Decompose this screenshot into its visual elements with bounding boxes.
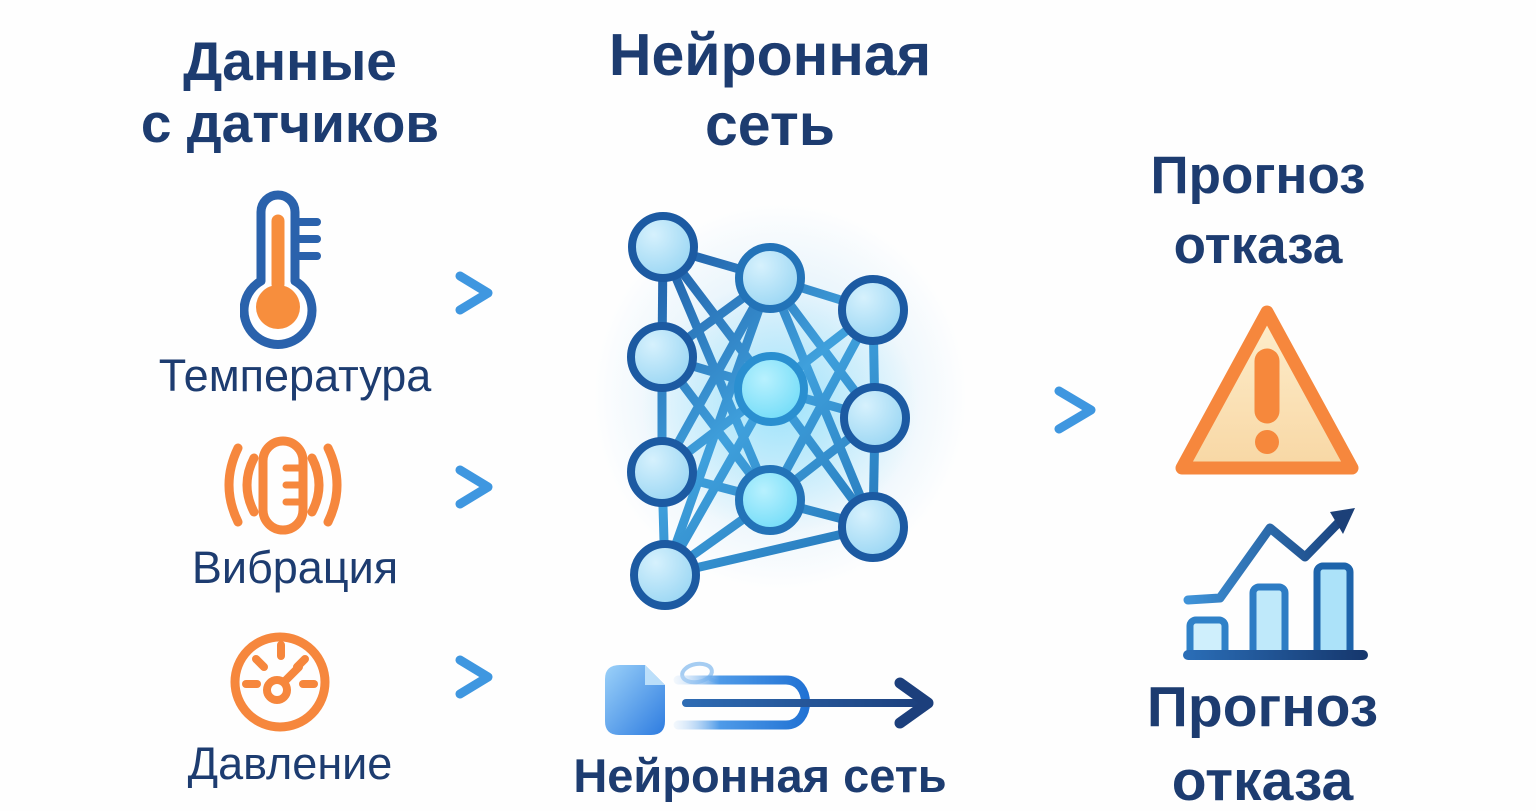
sensor-label-pressure: Давление [187, 738, 393, 789]
prediction-caption: Прогноз отказа [1075, 670, 1450, 811]
arrow-network-to-prediction-icon [950, 386, 1096, 434]
sensor-label-temperature: Температура [158, 350, 432, 401]
left-title-line2: с датчиков [140, 92, 440, 154]
right-column-title: Прогноз отказа [1088, 141, 1428, 281]
trend-chart-icon [1183, 508, 1368, 660]
right-title-line1: Прогноз [1150, 146, 1366, 205]
arrow-pressure-to-network-icon [362, 655, 493, 699]
network-caption: Нейронная сеть [573, 749, 947, 802]
neural-network-diagram [627, 212, 910, 610]
network-nodes [627, 212, 910, 610]
prediction-caption-line2: отказа [1171, 749, 1354, 811]
neural-network-send-icon [605, 661, 934, 735]
vibration-icon [224, 436, 342, 535]
left-title-line1: Данные [183, 30, 397, 92]
left-column-title: Данные с датчиков [100, 30, 480, 154]
right-title-line2: отказа [1173, 216, 1343, 275]
document-icon [605, 665, 665, 735]
arrow-vibration-to-network-icon [362, 465, 493, 509]
arrow-temperature-to-network-icon [362, 271, 493, 315]
center-title-line1: Нейронная [608, 22, 932, 88]
thermometer-icon [240, 190, 321, 349]
pressure-gauge-icon [230, 632, 330, 732]
warning-triangle-icon [1175, 305, 1359, 475]
sensor-label-vibration: Вибрация [191, 542, 399, 593]
prediction-caption-line1: Прогноз [1146, 675, 1379, 739]
